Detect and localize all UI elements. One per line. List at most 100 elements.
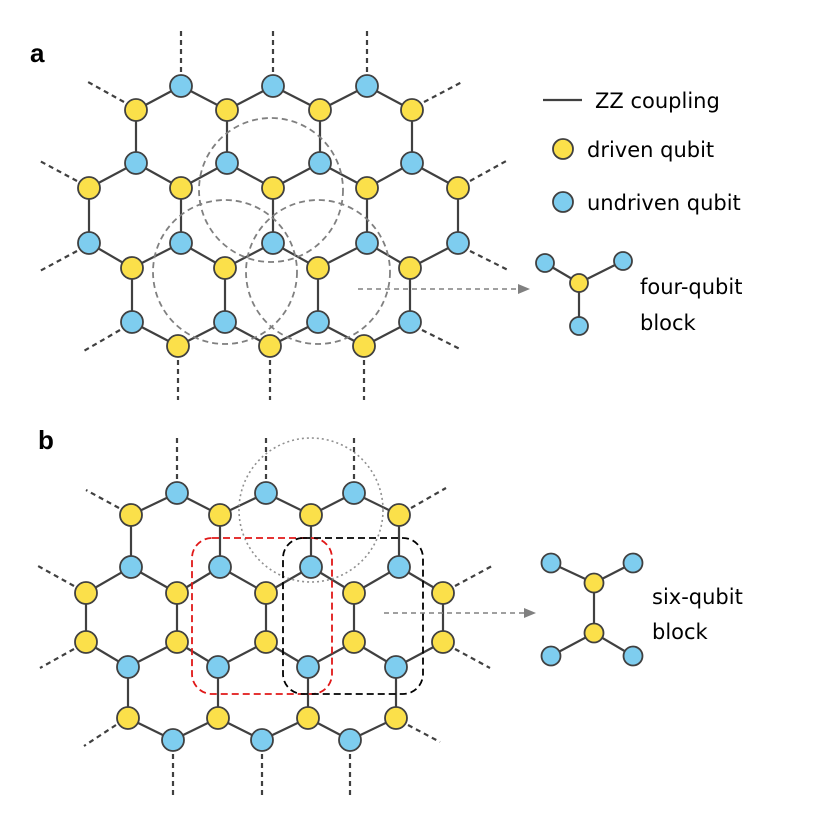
four-qubit-label-line1: four-qubit xyxy=(640,275,742,299)
driven-qubit xyxy=(299,503,323,527)
undriven-qubit xyxy=(308,151,332,175)
driven-qubit xyxy=(431,630,455,654)
driven-qubit xyxy=(400,98,424,122)
zz-couplings-b xyxy=(84,492,445,741)
four-qubit-label-line2: block xyxy=(640,311,697,335)
driven-qubit xyxy=(446,176,470,200)
driven-qubit xyxy=(74,630,98,654)
driven-qubit xyxy=(355,176,379,200)
arrow-head-b xyxy=(524,608,536,618)
qubits-a xyxy=(77,74,470,358)
boundary-coupling xyxy=(407,724,441,743)
undriven-qubit xyxy=(165,481,189,505)
boundary-coupling xyxy=(469,250,509,271)
boundary-coupling xyxy=(81,329,121,353)
block-driven-qubit xyxy=(583,622,605,644)
driven-qubit xyxy=(261,176,285,200)
boundary-coupling xyxy=(85,489,120,509)
block-driven-qubit xyxy=(583,572,605,594)
undriven-qubit xyxy=(169,74,193,98)
undriven-qubit xyxy=(306,310,330,334)
driven-qubit xyxy=(254,630,278,654)
undriven-qubit xyxy=(120,310,144,334)
block-undriven-qubit xyxy=(540,552,562,574)
panel-b: b six-qubit block xyxy=(37,425,743,795)
driven-qubit xyxy=(77,176,101,200)
driven-qubit xyxy=(74,581,98,605)
panel-a: a four-qubit block xyxy=(30,30,742,400)
six-qubit-label-line2: block xyxy=(652,620,709,644)
boundary-couplings-b xyxy=(37,438,493,795)
boundary-coupling xyxy=(39,648,75,669)
boundary-coupling xyxy=(37,250,78,273)
driven-qubit xyxy=(166,334,190,358)
driven-qubit xyxy=(165,630,189,654)
undriven-qubit xyxy=(119,555,143,579)
undriven-qubit xyxy=(342,481,366,505)
undriven-qubit xyxy=(296,655,320,679)
arrow-head-a xyxy=(518,284,530,294)
block-highlights-a xyxy=(152,117,391,345)
highlight-circle-left xyxy=(152,199,298,345)
undriven-qubit xyxy=(261,74,285,98)
driven-qubit xyxy=(116,706,140,730)
driven-qubit xyxy=(254,581,278,605)
lattice-a xyxy=(37,30,509,400)
driven-qubit xyxy=(342,581,366,605)
block-undriven-qubit xyxy=(613,251,633,271)
highlight-circle-right xyxy=(245,199,391,345)
highlight-circle-top xyxy=(198,117,344,263)
boundary-coupling xyxy=(83,724,117,747)
block-driven-qubit xyxy=(569,273,589,293)
boundary-coupling xyxy=(87,81,125,103)
block-undriven-qubit xyxy=(540,645,562,667)
boundary-coupling xyxy=(37,159,78,182)
undriven-qubit xyxy=(355,74,379,98)
legend-driven-label: driven qubit xyxy=(587,138,714,162)
undriven-qubit xyxy=(124,151,148,175)
panel-label-b: b xyxy=(38,425,54,455)
driven-qubit xyxy=(384,706,408,730)
undriven-qubit xyxy=(206,655,230,679)
highlight-black-box xyxy=(282,537,424,695)
block-undriven-qubit xyxy=(622,552,644,574)
undriven-qubit xyxy=(400,151,424,175)
undriven-qubit xyxy=(250,728,274,752)
undriven-qubit xyxy=(446,231,470,255)
legend: ZZ coupling driven qubit undriven qubit xyxy=(543,89,741,215)
six-qubit-block xyxy=(540,552,644,667)
driven-qubit xyxy=(308,98,332,122)
undriven-qubit xyxy=(215,151,239,175)
driven-qubit xyxy=(352,334,376,358)
undriven-qubit xyxy=(254,481,278,505)
legend-undriven-label: undriven qubit xyxy=(587,191,741,215)
driven-qubit xyxy=(206,706,230,730)
boundary-coupling xyxy=(421,329,463,351)
driven-qubit xyxy=(165,581,189,605)
driven-qubit xyxy=(342,630,366,654)
undriven-qubit xyxy=(161,728,185,752)
driven-qubit xyxy=(119,503,143,527)
driven-qubit xyxy=(208,503,232,527)
undriven-qubit xyxy=(398,310,422,334)
undriven-qubit xyxy=(169,231,193,255)
driven-qubit xyxy=(120,256,144,280)
driven-qubit xyxy=(398,256,422,280)
block-undriven-qubit xyxy=(622,645,644,667)
undriven-qubit xyxy=(213,310,237,334)
highlight-red-box xyxy=(191,537,333,695)
driven-qubit xyxy=(296,706,320,730)
four-qubit-block xyxy=(535,251,633,336)
block-highlights-b xyxy=(191,437,424,695)
boundary-coupling xyxy=(454,648,491,669)
driven-qubit xyxy=(387,503,411,527)
driven-qubit xyxy=(431,581,455,605)
undriven-qubit xyxy=(261,231,285,255)
legend-coupling-label: ZZ coupling xyxy=(595,89,720,113)
undriven-qubit xyxy=(77,231,101,255)
qubits-b xyxy=(74,481,455,752)
undriven-qubit xyxy=(355,231,379,255)
boundary-coupling xyxy=(423,81,463,103)
